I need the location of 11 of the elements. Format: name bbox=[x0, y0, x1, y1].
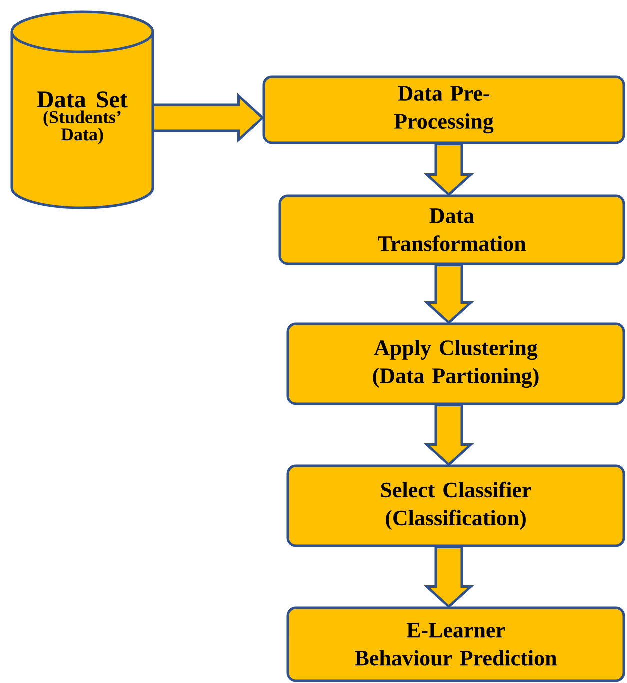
process-box: E-Learner Behaviour Prediction bbox=[286, 606, 626, 682]
block-arrow bbox=[152, 93, 265, 143]
block-arrow bbox=[424, 143, 474, 196]
process-box: Apply Clustering (Data Partioning) bbox=[286, 322, 626, 406]
process-box: Select Classifier (Classification) bbox=[286, 464, 626, 548]
block-arrow bbox=[424, 546, 474, 608]
process-box: Data Transformation bbox=[278, 194, 626, 266]
cylinder: Data Set (Students’ Data) bbox=[10, 10, 154, 210]
block-arrow bbox=[424, 264, 474, 324]
process-box: Data Pre-Processing bbox=[262, 76, 626, 144]
block-arrow bbox=[424, 404, 474, 466]
